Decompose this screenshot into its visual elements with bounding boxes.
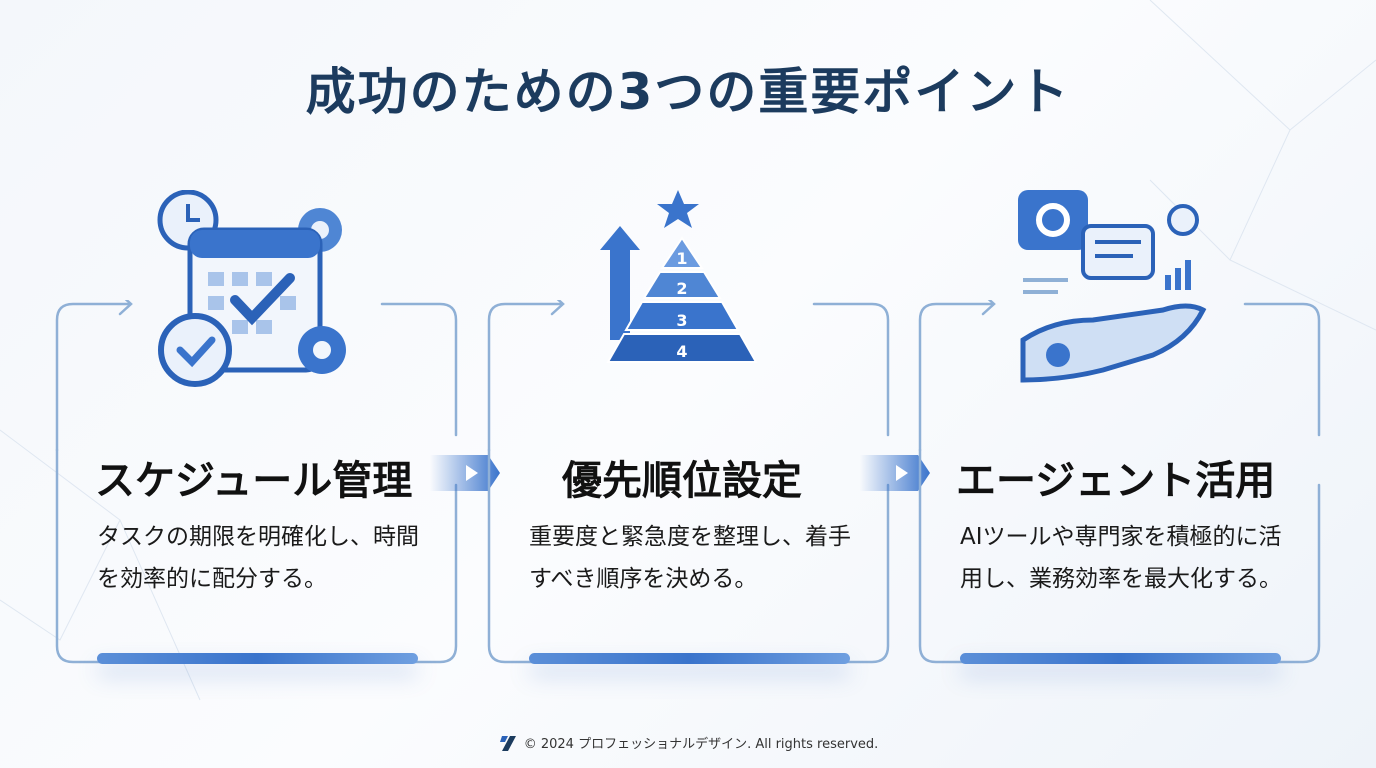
brand-logo-icon — [499, 735, 516, 751]
card-accent-bar — [97, 653, 418, 664]
card-title: スケジュール管理 — [95, 458, 413, 504]
card-priority: 1 2 3 4 優先順位設定 重要度と緊急度を整理し、着手すべき順序を決める。 — [487, 190, 890, 664]
robot-hand-ideas-icon — [1018, 190, 1207, 383]
pyramid-level-label: 1 — [676, 249, 687, 268]
pyramid-level-label: 3 — [676, 311, 687, 330]
card-title: エージェント活用 — [956, 458, 1276, 504]
page-title: 成功のための3つの重要ポイント — [305, 63, 1071, 121]
footer: © 2024 プロフェッショナルデザイン. All rights reserve… — [0, 733, 1376, 752]
card-description: タスクの期限を明確化し、時間を効率的に配分する。 — [97, 524, 419, 592]
pyramid-level-label: 4 — [676, 342, 687, 361]
priority-pyramid-icon: 1 2 3 4 — [600, 190, 758, 363]
pyramid-level-label: 2 — [676, 279, 687, 298]
card-agent: エージェント活用 AIツールや専門家を積極的に活用し、業務効率を最大化する。 — [918, 190, 1321, 664]
arrow-connector — [860, 455, 930, 491]
card-description: AIツールや専門家を積極的に活用し、業務効率を最大化する。 — [960, 524, 1282, 592]
calendar-clock-gear-icon — [157, 190, 346, 387]
card-schedule: スケジュール管理 タスクの期限を明確化し、時間を効率的に配分する。 — [55, 190, 458, 664]
copyright-text: © 2024 プロフェッショナルデザイン. All rights reserve… — [523, 737, 879, 752]
card-accent-bar — [529, 653, 850, 664]
card-accent-bar — [960, 653, 1281, 664]
card-title: 優先順位設定 — [562, 458, 802, 504]
arrow-connector — [430, 455, 500, 491]
card-description: 重要度と緊急度を整理し、着手すべき順序を決める。 — [529, 524, 851, 592]
